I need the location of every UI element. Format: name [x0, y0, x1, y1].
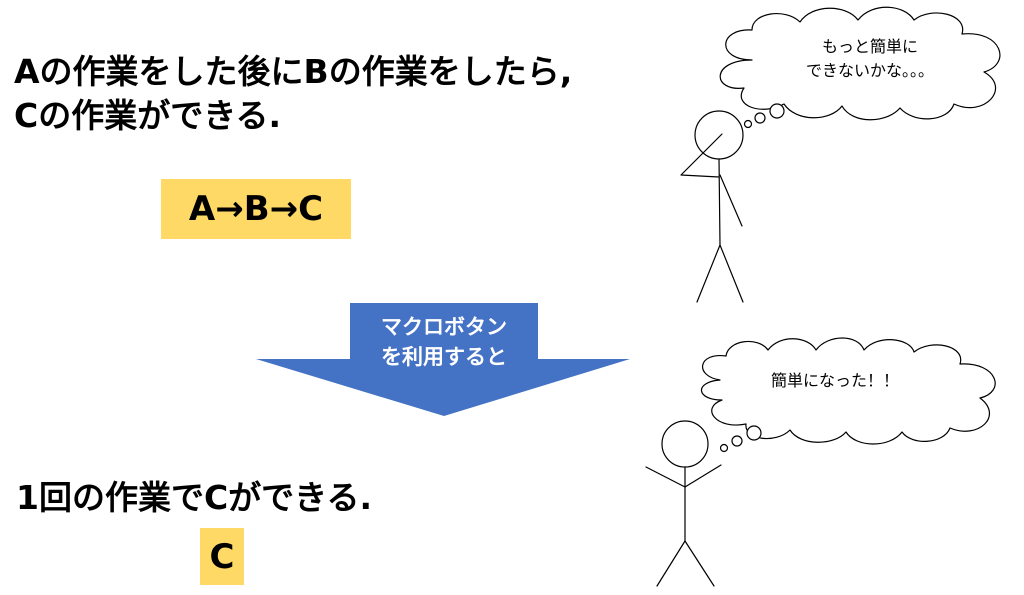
result-box: C	[200, 528, 244, 585]
thought-text-1-line1: もっと簡単に	[821, 37, 918, 56]
thought-text-2: 簡単になった！！	[770, 371, 899, 390]
heading-sequence-line2: Cの作業ができる.	[14, 96, 282, 135]
stick-figure-thinking	[680, 110, 744, 303]
thought-dot-2c	[719, 443, 729, 453]
head-thinking	[694, 110, 744, 160]
head-cheering	[661, 420, 709, 468]
thought-dot-1b	[754, 112, 766, 124]
stick-figure-cheering	[645, 420, 722, 587]
down-arrow-shape	[256, 303, 630, 416]
sequence-label: A→B→C	[188, 189, 324, 229]
thought-dot-2a	[746, 425, 762, 441]
thought-dot-1c	[743, 119, 753, 129]
thought-dot-2b	[731, 435, 743, 447]
heading-result: 1回の作業でCができる.	[16, 478, 373, 517]
heading-sequence-line1: Aの作業をした後にBの作業をしたら,	[14, 52, 573, 91]
arrow-text-line2: を利用すると	[381, 345, 507, 369]
down-arrow	[256, 303, 630, 416]
arrow-text-line1: マクロボタン	[381, 315, 507, 339]
sequence-box: A→B→C	[161, 179, 351, 239]
thought-cloud-1	[719, 6, 1001, 121]
thought-dot-1a	[769, 103, 785, 119]
result-label: C	[209, 536, 235, 577]
thought-text-1-line2: できないかな。。。	[805, 61, 934, 80]
